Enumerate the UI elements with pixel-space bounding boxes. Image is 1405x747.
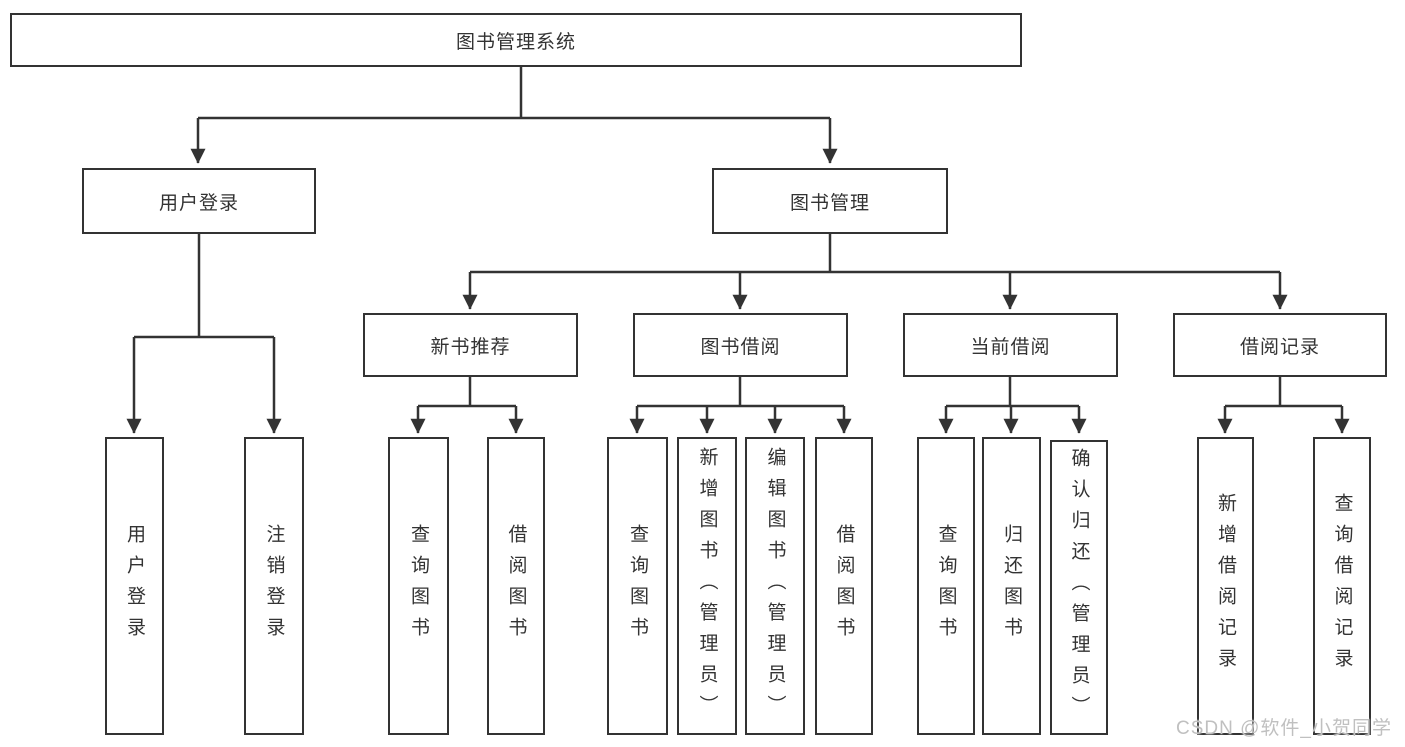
leaf-logout-label: 注销登录 — [263, 524, 285, 648]
leaf-query-borrow-record: 查询借阅记录 — [1313, 437, 1371, 735]
node-book-management: 图书管理 — [712, 168, 948, 234]
leaf-confirm-return-admin-label: 确认归还（管理员） — [1068, 448, 1090, 727]
node-borrow-records-label: 借阅记录 — [1239, 336, 1320, 358]
leaf-edit-book-admin-label: 编辑图书（管理员） — [764, 446, 786, 726]
csdn-watermark: CSDN @软件_小贺同学 — [1176, 718, 1392, 739]
node-book-borrow-label: 图书借阅 — [700, 336, 781, 358]
leaf-add-borrow-record: 新增借阅记录 — [1197, 437, 1254, 735]
leaf-add-book-admin: 新增图书（管理员） — [677, 437, 737, 735]
leaf-add-borrow-record-label: 新增借阅记录 — [1215, 493, 1236, 679]
leaf-borrow-book-recommend: 借阅图书 — [487, 437, 545, 735]
node-current-borrow: 当前借阅 — [903, 313, 1118, 377]
leaf-user-login: 用户登录 — [105, 437, 164, 735]
leaf-confirm-return-admin: 确认归还（管理员） — [1050, 440, 1108, 735]
leaf-query-books-current-label: 查询图书 — [935, 524, 957, 648]
leaf-edit-book-admin: 编辑图书（管理员） — [745, 437, 805, 735]
node-new-book-recommend-label: 新书推荐 — [430, 336, 511, 358]
leaf-query-books-borrow: 查询图书 — [607, 437, 668, 735]
leaf-query-borrow-record-label: 查询借阅记录 — [1331, 493, 1353, 679]
leaf-query-books-current: 查询图书 — [917, 437, 975, 735]
node-borrow-records: 借阅记录 — [1173, 313, 1387, 377]
node-library-system-root: 图书管理系统 — [10, 13, 1022, 67]
leaf-logout: 注销登录 — [244, 437, 304, 735]
leaf-user-login-label: 用户登录 — [124, 524, 145, 648]
leaf-return-book: 归还图书 — [982, 437, 1041, 735]
leaf-return-book-label: 归还图书 — [1001, 524, 1022, 648]
leaf-query-books-recommend-label: 查询图书 — [408, 524, 429, 648]
leaf-query-books-borrow-label: 查询图书 — [627, 524, 648, 648]
leaf-add-book-admin-label: 新增图书（管理员） — [696, 446, 718, 726]
node-current-borrow-label: 当前借阅 — [970, 336, 1051, 358]
node-user-login: 用户登录 — [82, 168, 316, 234]
node-book-borrow: 图书借阅 — [633, 313, 848, 377]
leaf-query-books-recommend: 查询图书 — [388, 437, 449, 735]
leaf-borrow-book-label: 借阅图书 — [833, 524, 855, 648]
leaf-borrow-book: 借阅图书 — [815, 437, 873, 735]
node-book-management-label: 图书管理 — [789, 192, 870, 214]
node-library-system-root-label: 图书管理系统 — [455, 31, 576, 53]
node-new-book-recommend: 新书推荐 — [363, 313, 578, 377]
leaf-borrow-book-recommend-label: 借阅图书 — [505, 524, 527, 648]
node-user-login-label: 用户登录 — [158, 192, 239, 214]
